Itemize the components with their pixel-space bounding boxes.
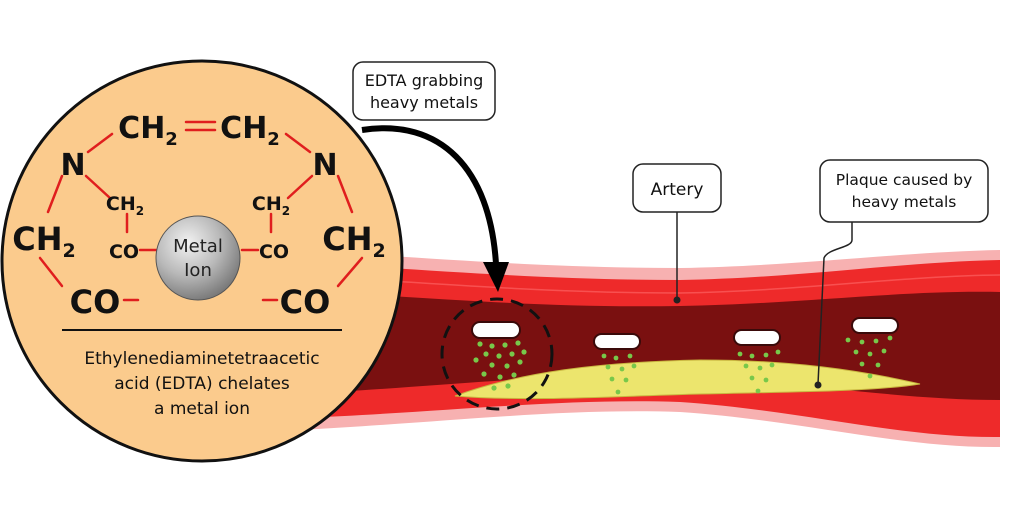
metal-ion-label-line1: Metal [173,236,223,257]
edta-capsule [593,333,641,350]
plaque-callout-box [819,159,989,223]
nitrogen-left: N [60,148,85,183]
artery-vessel [299,250,1001,448]
edta-capsule [471,321,521,339]
edta-cluster-1 [471,321,527,391]
edta-callout: EDTA grabbing heavy metals [352,61,496,121]
nitrogen-right: N [312,148,337,183]
artery-pointer-dot [673,296,681,304]
outer-right-ch2: CH2 [322,220,386,262]
edta-arrow-head [483,262,509,292]
edta-callout-line1: EDTA grabbing [365,71,484,90]
top-right-ch2: CH2 [220,111,280,150]
metal-particles [737,349,781,394]
plaque-callout-line2: heavy metals [852,193,957,211]
artery-callout-label: Artery [651,180,704,200]
edta-callout-box [352,61,496,121]
artery-callout: Artery [632,163,722,304]
metal-ion-sphere [155,215,241,301]
edta-cluster-4 [845,317,899,379]
edta-capsule [733,329,781,346]
caption-line2: acid (EDTA) chelates [114,374,290,394]
metal-ion-label-line2: Ion [184,260,212,281]
metal-particles [601,353,637,395]
inner-right-ch2: CH2 [252,193,290,218]
chemical-bonds [38,120,364,302]
inner-left-ch2: CH2 [106,193,144,218]
edta-cluster-3 [733,329,781,394]
inner-left-co: CO [109,241,139,263]
edta-arrow [361,125,499,265]
top-left-ch2: CH2 [118,111,178,150]
plaque-callout: Plaque caused by heavy metals [814,159,989,389]
bottom-left-co: CO [70,283,121,321]
bottom-right-co: CO [280,283,331,321]
plaque-pointer [817,222,853,385]
inner-right-co: CO [259,241,289,263]
metal-particles [845,335,893,379]
edta-highlight-ring [440,297,554,411]
artery-wall-highlight [299,274,1001,294]
edta-callout-line2: heavy metals [370,93,478,112]
plaque-pointer-dot [814,381,822,389]
caption-line3: a metal ion [154,399,250,419]
outer-left-ch2: CH2 [12,220,76,262]
edta-capsule [851,317,899,334]
plaque-callout-line1: Plaque caused by [836,171,973,189]
metal-particles [473,340,527,391]
caption-line1: Ethylenediaminetetraacetic [84,349,319,369]
edta-cluster-2 [593,333,641,395]
plaque-deposit [454,359,921,400]
